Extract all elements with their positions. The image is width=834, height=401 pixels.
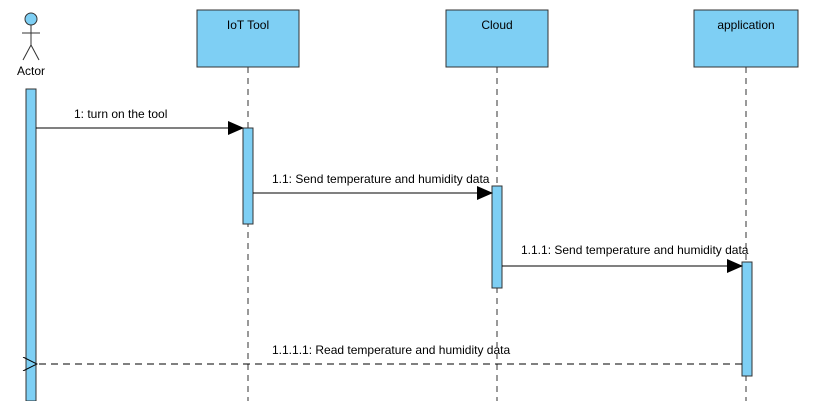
message-1-1-1-1-label: 1.1.1.1: Read temperature and humidity d… <box>272 343 510 357</box>
participant-iot-tool: IoT Tool <box>196 9 300 68</box>
actor-label: Actor <box>17 64 45 78</box>
participant-application-label: application <box>717 18 774 32</box>
participant-iot-tool-label: IoT Tool <box>227 18 269 32</box>
actor-figure-icon <box>22 12 40 61</box>
activation-iot-tool <box>242 127 254 225</box>
participant-application: application <box>693 9 799 68</box>
message-1-1-1-label: 1.1.1: Send temperature and humidity dat… <box>521 243 749 257</box>
participant-cloud-label: Cloud <box>481 18 512 32</box>
activation-application <box>741 261 753 377</box>
message-1-1-label: 1.1: Send temperature and humidity data <box>272 172 490 186</box>
activation-actor <box>25 88 37 401</box>
participant-cloud: Cloud <box>445 9 549 68</box>
activation-cloud <box>491 185 503 289</box>
message-1-label: 1: turn on the tool <box>74 107 167 121</box>
